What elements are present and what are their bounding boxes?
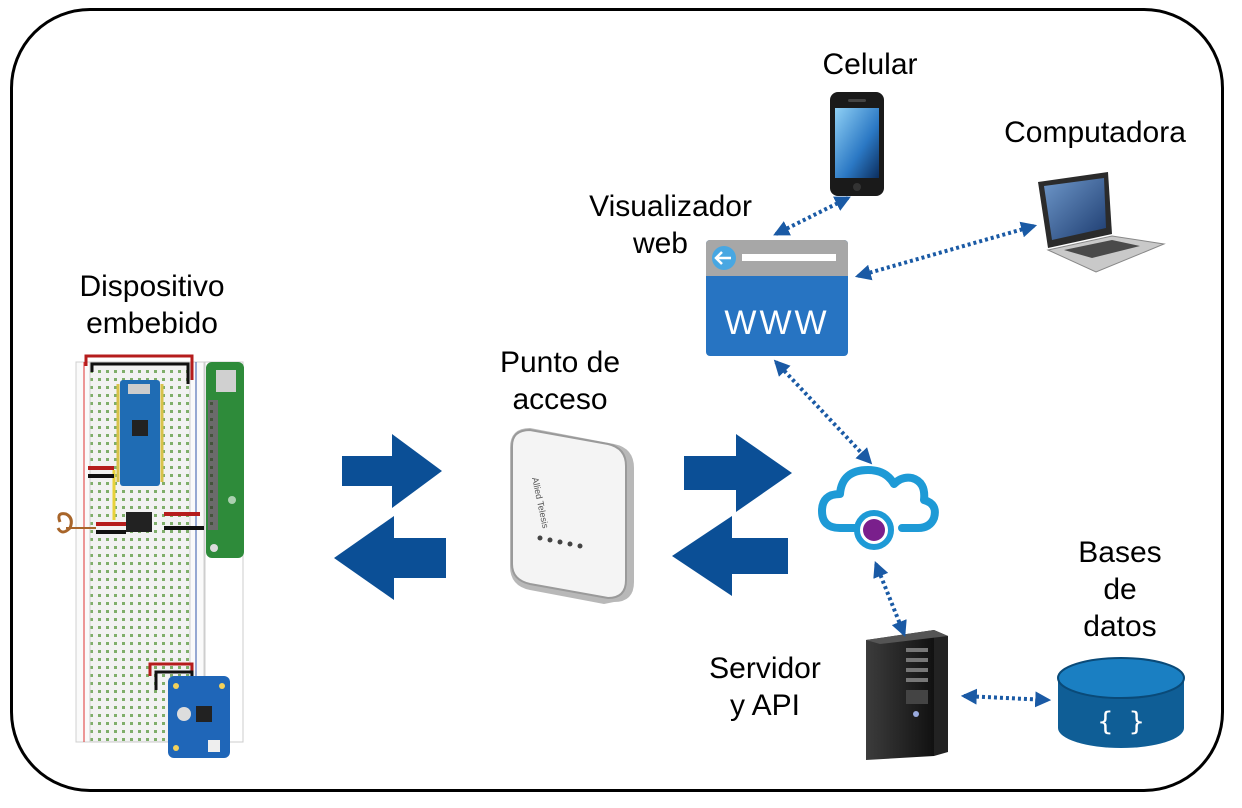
server-icon: [866, 630, 948, 760]
arrow-left-icon: [334, 516, 446, 600]
arrow-right-icon: [342, 434, 442, 508]
laptop-icon: [1038, 172, 1166, 273]
exchange-arrows-left: [334, 434, 446, 600]
phone-icon: [830, 92, 884, 196]
svg-text:WWW: WWW: [724, 304, 829, 342]
link-cloud-server: [873, 561, 907, 637]
exchange-arrows-right: [672, 434, 792, 596]
computer-label: Computadora: [1004, 116, 1186, 149]
phone-label: Celular: [822, 48, 918, 81]
link-phone-browser: [773, 196, 851, 236]
svg-text:{ }: { }: [1098, 707, 1145, 737]
cloud-icon: [818, 466, 939, 550]
arrow-right-icon: [684, 434, 792, 512]
link-browser-laptop: [854, 221, 1038, 281]
database-icon: { }: [1057, 657, 1185, 748]
connection-links: [773, 196, 1052, 708]
arrow-left-icon: [672, 516, 788, 596]
access-point-icon: Allied Telesis: [510, 428, 634, 604]
link-server-database: [960, 688, 1052, 708]
embedded-device-icon: [56, 354, 244, 758]
link-browser-cloud: [773, 359, 873, 465]
web-browser-icon: WWW: [706, 240, 848, 356]
